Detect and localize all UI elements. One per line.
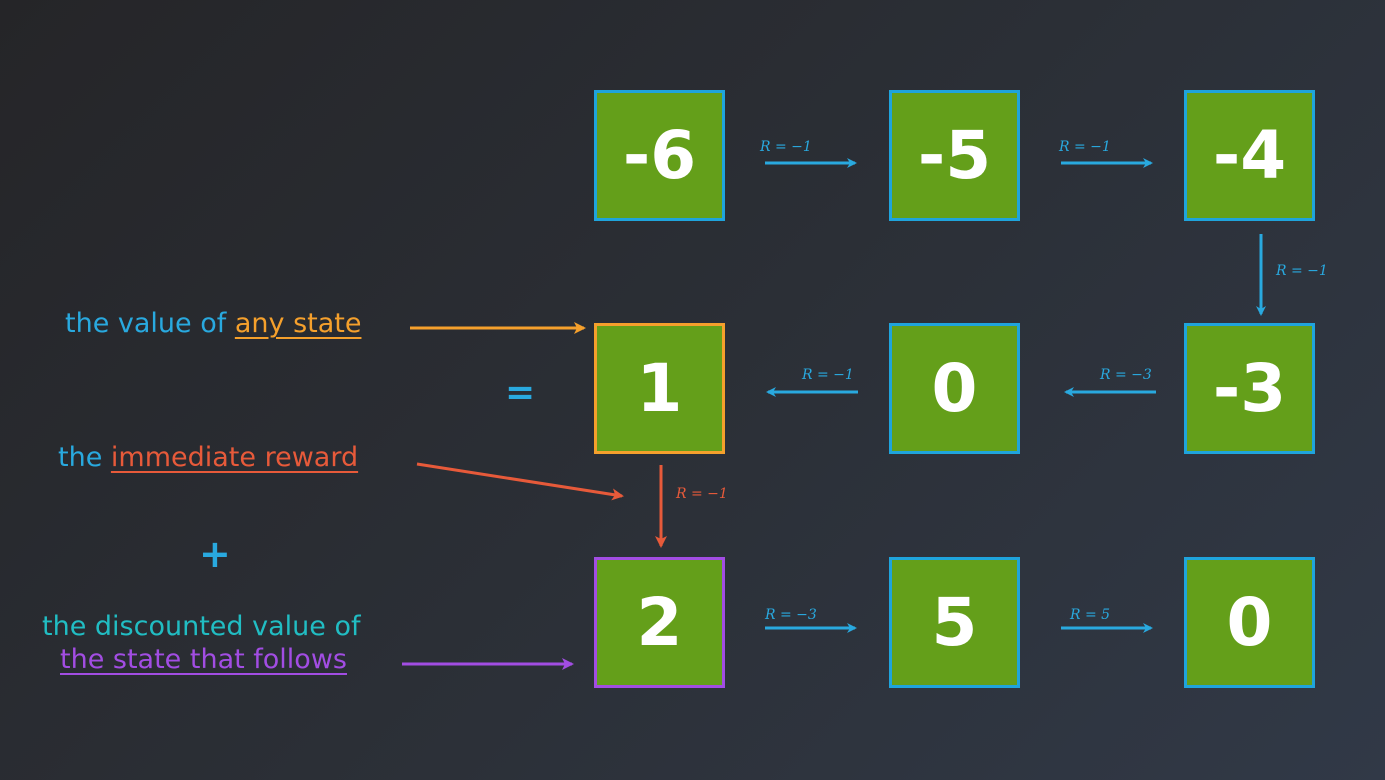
state-cell-r1c2: -5 [889, 90, 1020, 221]
reward-label-r1-a: R = −1 [760, 139, 812, 155]
reward-annotation: the immediate reward [58, 442, 358, 473]
plus-sign: + [199, 532, 231, 576]
reward-label-r3-b: R = 5 [1070, 607, 1111, 623]
reward-label-col3-down: R = −1 [1276, 263, 1328, 279]
reward-label-r2-right: R = −3 [1100, 367, 1152, 383]
discount-annotation-highlight: the state that follows [60, 644, 347, 675]
reward-label-r3-a: R = −3 [765, 607, 817, 623]
value-annotation: the value of any state [65, 308, 361, 339]
reward-label-col1-down: R = −1 [676, 486, 728, 502]
reward-annotation-highlight: immediate reward [110, 442, 359, 473]
state-cell-r3c3: 0 [1184, 557, 1315, 688]
state-cell-r1c3: -4 [1184, 90, 1315, 221]
reward-label-r1-b: R = −1 [1059, 139, 1111, 155]
value-annotation-highlight: any state [234, 308, 362, 339]
reward-label-r2-left: R = −1 [802, 367, 854, 383]
state-cell-r3c1: 2 [594, 557, 725, 688]
state-cell-r1c1: -6 [594, 90, 725, 221]
reward-annotation-prefix: the [58, 442, 111, 473]
equals-sign: = [505, 372, 536, 413]
discount-annotation-line1: the discounted value of [42, 611, 361, 642]
state-cell-r2c2: 0 [889, 323, 1020, 454]
state-cell-r2c3: -3 [1184, 323, 1315, 454]
state-cell-r2c1: 1 [594, 323, 725, 454]
state-cell-r3c2: 5 [889, 557, 1020, 688]
value-annotation-prefix: the value of [65, 308, 235, 339]
arrow-reward-annotation [416, 462, 624, 501]
